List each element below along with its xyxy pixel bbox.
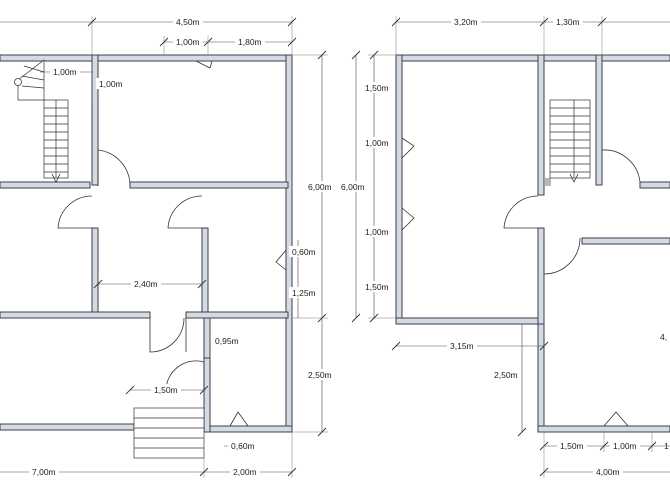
doors-upper: [401, 137, 641, 427]
upper-wall-stair-right: [595, 54, 603, 186]
dim-label: 6,00m: [341, 182, 365, 192]
wall-middle-bottom-right: [185, 311, 289, 319]
dim-label: 1,30m: [556, 17, 580, 27]
dim-label: 2,00m: [233, 467, 257, 477]
dim-label: 2,50m: [308, 370, 332, 380]
dim-label: 4,50m: [176, 17, 200, 27]
doors-ground: [57, 60, 287, 427]
staircase-upper: [545, 99, 591, 186]
dim-label: 1,00m: [613, 441, 637, 451]
dim-label: 0,95m: [215, 336, 239, 346]
dim-label: 0,60m: [292, 247, 316, 257]
wall-bath-left: [203, 317, 211, 359]
dim-label: 1,50m: [560, 441, 584, 451]
dim-label: 1,00m: [176, 37, 200, 47]
dim-label: 1,00m: [99, 79, 123, 89]
dim-label: 3,15m: [450, 341, 474, 351]
dim-label: 2,50m: [494, 370, 518, 380]
dimension-labels-ground: 4,50m 1,00m 1,80m 1,00m 1,00m 6,00m 0,60…: [29, 16, 335, 477]
upper-wall-stair-left: [537, 54, 545, 196]
dim-label: 1,25m: [292, 288, 316, 298]
staircase-ground: [14, 59, 69, 183]
wall-mid-right: [201, 227, 209, 315]
dim-label: 1,00m: [365, 227, 389, 237]
outer-wall-bottom-right: [203, 425, 293, 433]
wall-hall-top: [129, 181, 289, 189]
dim-label: 1,50m: [154, 385, 178, 395]
dim-label: 1,50m: [365, 83, 389, 93]
dim-label: 1,50m: [365, 282, 389, 292]
dim-label: 3,20m: [454, 17, 478, 27]
dim-label: 0,60m: [231, 441, 255, 451]
dim-label: 2,40m: [134, 279, 158, 289]
dim-label: 6,00m: [308, 182, 332, 192]
dim-label: 1,80m: [238, 37, 262, 47]
upper-outer-wall-bottom-right: [537, 425, 670, 433]
wall-mid-left: [91, 227, 99, 315]
dim-label: 1,00m: [53, 67, 77, 77]
wall-middle-bottom: [0, 311, 151, 319]
upper-outer-wall-left: [395, 54, 403, 324]
entrance-steps: [133, 407, 205, 459]
upper-wall-mid-left: [537, 227, 545, 325]
dim-label: 4,00m: [596, 467, 620, 477]
upper-wall-mid-bottom: [581, 237, 670, 245]
dim-label: 7,00m: [32, 467, 56, 477]
outer-wall-bottom-left: [0, 423, 135, 431]
dimension-labels-upper: 3,20m 1,30m 1,50m 1,00m 6,00m 1,00m 1,50…: [338, 16, 669, 477]
upper-outer-wall-bottom: [395, 317, 545, 325]
upper-floor-plan: [351, 16, 670, 478]
ground-floor-plan: [0, 16, 328, 478]
wall-stair-right: [91, 54, 99, 186]
dim-label: 1,00m: [365, 138, 389, 148]
upper-wall-step: [537, 317, 545, 433]
upper-wall-hall-right: [639, 181, 670, 189]
dim-label: 4,: [660, 332, 667, 342]
upper-outer-wall-top: [395, 54, 670, 62]
outer-wall-right: [285, 54, 293, 433]
dim-label: 1: [664, 441, 669, 451]
wall-stair-bottom: [0, 181, 91, 189]
